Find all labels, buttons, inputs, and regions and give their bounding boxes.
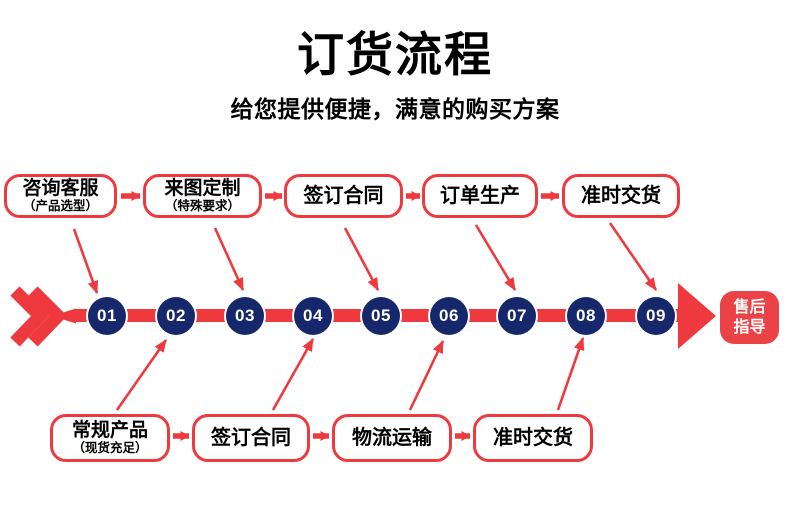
step-number: 09 [646,306,666,325]
bottom-box-sign-contract: 签订合同 [192,414,310,462]
arrow-icon [72,228,99,295]
box-label: 准时交货 [581,184,661,207]
arrow-icon [556,336,585,411]
page-subtitle: 给您提供便捷，满意的购买方案 [230,96,560,122]
step-number: 03 [235,306,255,325]
box-label: 常规产品 [71,419,148,441]
step-circle-4: 04 [294,297,332,335]
box-label: 签订合同 [303,184,384,207]
top-box-production: 订单生产 [422,174,538,218]
box-sublabel: （特殊要求） [164,198,240,213]
step-circle-1: 01 [88,297,126,335]
bottom-box-regular-product: 常规产品 （现货充足） [50,414,170,462]
step-number: 05 [371,306,391,325]
arrow-icon [213,227,245,291]
step-circle-5: 05 [362,297,400,335]
timeline-arrowhead-icon [678,283,716,349]
box-label: 准时交货 [493,426,573,449]
step-circle-8: 08 [567,297,605,335]
step-number: 04 [303,306,323,325]
step-circle-9: 09 [637,297,675,335]
arrow-icon [408,340,445,411]
arrow-icon [474,224,517,291]
step-number: 02 [166,306,186,325]
start-chevron-icon [28,286,68,347]
step-number: 01 [97,306,117,325]
top-box-delivery: 准时交货 [562,174,680,218]
arrow-icon [608,222,658,291]
arrow-icon [115,339,168,411]
arrow-icon [343,227,380,291]
page-title: 订货流程 [297,28,493,81]
bottom-box-delivery: 准时交货 [473,414,593,462]
badge-line: 指导 [733,318,766,336]
step-circle-6: 06 [430,297,468,335]
step-number: 06 [439,306,459,325]
step-number: 07 [507,306,527,325]
step-circle-3: 03 [226,297,264,335]
top-box-custom-design: 来图定制 （特殊要求） [143,174,262,218]
after-sales-badge: 售后 指导 [720,291,779,344]
start-chevron-icon [10,286,50,347]
box-label: 订单生产 [440,184,520,207]
box-sublabel: （现货充足） [72,440,148,455]
bottom-box-logistics: 物流运输 [332,414,452,462]
step-circle-7: 07 [498,297,536,335]
arrow-icon [271,338,315,411]
step-number: 08 [576,306,596,325]
box-label: 来图定制 [164,177,241,199]
box-label: 咨询客服 [22,177,99,199]
box-label: 物流运输 [352,426,432,449]
top-box-sign-contract: 签订合同 [284,174,403,218]
top-box-consult: 咨询客服 （产品选型） [4,174,117,218]
box-sublabel: （产品选型） [22,198,98,213]
step-circle-2: 02 [157,297,195,335]
badge-line: 售后 [733,298,766,316]
timeline-tail [52,308,76,324]
box-label: 签订合同 [211,426,291,449]
